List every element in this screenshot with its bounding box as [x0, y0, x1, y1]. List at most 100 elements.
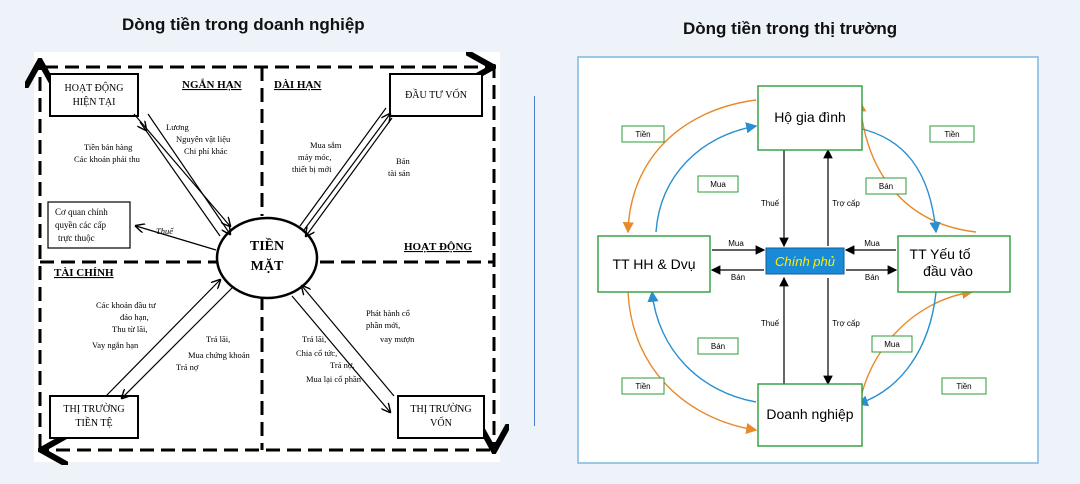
node-enterprise-label: Doanh nghiệp: [766, 406, 853, 422]
ann-purchase-2: máy móc,: [298, 152, 332, 162]
tag-sell-bl-text: Bán: [711, 342, 725, 351]
box-capital-investment: [389, 73, 483, 117]
arc-buy-br: [856, 291, 937, 407]
ann-payout-3: Trả nợ,: [330, 360, 355, 370]
ann-sell-1: Bán: [396, 156, 410, 166]
ann-purchase-1: Mua sắm: [310, 140, 342, 150]
arrow-issue-in: [302, 286, 395, 397]
box-operations-line2: HIỆN TẠI: [73, 96, 116, 108]
box-capmkt-line2: VỐN: [430, 416, 452, 429]
panel-divider: [534, 96, 535, 426]
box-operations-current: [49, 73, 139, 117]
ann-issue-3: vay mượn: [380, 334, 415, 344]
label-subsidy-bottom: Trợ cấp: [832, 319, 860, 328]
ann-costs-3: Chi phí khác: [184, 146, 228, 156]
node-government-label: Chính phủ: [775, 254, 835, 269]
label-sell-left: Bán: [731, 273, 745, 282]
ann-invest-4: Vay ngắn hạn: [92, 340, 139, 350]
box-gov-line3: trực thuộc: [58, 233, 95, 243]
tag-sell-tr-text: Bán: [879, 182, 893, 191]
ann-interest-2: Mua chứng khoán: [188, 350, 250, 360]
box-gov-line2: quyền các cấp: [55, 220, 106, 230]
label-tax-top: Thuế: [761, 199, 780, 208]
tag-money-tl-text: Tiền: [635, 130, 650, 139]
tag-buy-tl: [697, 175, 739, 193]
tag-money-tl: [621, 125, 665, 143]
box-capmkt-line1: THỊ TRƯỜNG: [410, 403, 471, 415]
label-finance: TÀI CHÍNH: [54, 267, 114, 279]
box-money-line2: TIỀN TỆ: [75, 416, 112, 429]
ann-sales-1: Tiền bán hàng: [84, 142, 133, 152]
box-operations-line1: HOẠT ĐỘNG: [65, 82, 124, 94]
label-operations: HOẠT ĐỘNG: [404, 240, 472, 253]
arrow-invest-in: [105, 280, 220, 397]
arrow-tax: [136, 226, 217, 251]
box-money-market: [49, 395, 139, 439]
tag-sell-bl: [697, 337, 739, 355]
cash-label-2: MẶT: [251, 257, 284, 274]
box-government: [47, 201, 131, 249]
label-subsidy-top: Trợ cấp: [832, 199, 860, 208]
arrow-sell-assets-in: [306, 117, 393, 236]
ann-payout-2: Chia cổ tức,: [296, 348, 337, 358]
node-goods-label: TT HH & Dvụ: [613, 256, 696, 272]
arrow-costs-out-line: [139, 121, 221, 237]
box-capital-line1: ĐẦU TƯ VỐN: [405, 88, 467, 101]
box-money-line1: THỊ TRƯỜNG: [63, 403, 124, 415]
node-household: [757, 85, 863, 151]
arrow-payout: [291, 295, 390, 412]
node-household-label: Hộ gia đình: [774, 109, 846, 125]
cash-ellipse: [215, 216, 319, 300]
ann-invest-3: Thu từ lãi,: [112, 324, 148, 334]
tag-money-br-text: Tiền: [956, 382, 971, 391]
label-short-term: NGẮN HẠN: [182, 78, 242, 91]
market-cashflow-diagram: Hộ gia đình TT HH & Dvụ Chính phủ TT Yếu…: [577, 56, 1039, 464]
label-tax-bottom: Thuế: [761, 319, 780, 328]
ann-tax: Thuế: [156, 226, 174, 236]
right-diagram-title: Dòng tiền trong thị trường: [683, 19, 898, 38]
label-buy-left: Mua: [728, 239, 744, 248]
tag-money-br: [941, 377, 987, 395]
ann-costs-2: Nguyên vật liệu: [176, 134, 231, 144]
node-goods-market: [597, 235, 711, 293]
ann-sales-2: Các khoản phải thu: [74, 154, 141, 164]
tag-money-tr-text: Tiền: [944, 130, 959, 139]
arrow-sales-in: [133, 113, 230, 226]
tag-money-bl-text: Tiền: [635, 382, 650, 391]
cash-label-1: TIỀN: [250, 237, 284, 254]
label-sell-right: Bán: [865, 273, 879, 282]
arrow-interest-out: [122, 287, 233, 398]
tag-buy-br: [871, 335, 913, 353]
ann-purchase-3: thiết bị mới: [292, 164, 332, 174]
node-factor-market: [897, 235, 1011, 293]
business-cashflow-diagram: TIỀN MẶT NGẮN HẠN DÀI HẠN HOẠT ĐỘNG TÀI …: [0, 52, 540, 484]
arc-sell-tr: [857, 127, 941, 234]
left-diagram-title: Dòng tiền trong doanh nghiệp: [122, 15, 365, 34]
ann-payout-1: Trả lãi,: [302, 334, 326, 344]
node-factor-line1: TT Yếu tố: [910, 246, 971, 262]
arc-money-tl: [622, 99, 757, 234]
arrow-costs-out: [147, 113, 230, 234]
ann-sell-2: tài sản: [388, 168, 411, 178]
ann-costs-1: Lương: [166, 122, 190, 132]
ann-issue-1: Phát hành cổ: [366, 308, 410, 318]
ann-interest-3: Trả nợ: [176, 362, 199, 372]
ann-invest-1: Các khoản đầu tư: [96, 300, 156, 310]
label-long-term: DÀI HẠN: [274, 79, 321, 91]
label-buy-right: Mua: [864, 239, 880, 248]
tag-buy-tl-text: Mua: [710, 180, 726, 189]
node-government: [765, 247, 845, 275]
node-factor-line2: đầu vào: [923, 263, 973, 279]
arc-money-bl: [627, 291, 758, 435]
tag-money-bl: [621, 377, 665, 395]
ann-invest-2: đáo hạn,: [120, 312, 149, 322]
ann-interest-1: Trả lãi,: [206, 334, 230, 344]
ann-payout-4: Mua lại cổ phần: [306, 374, 362, 384]
ann-issue-2: phần mới,: [366, 320, 400, 330]
tag-money-tr: [929, 125, 975, 143]
tag-sell-tr: [865, 177, 907, 195]
arc-sell-bl: [647, 290, 757, 403]
arrow-purchase-line: [299, 107, 387, 227]
arrow-purchase-out: [303, 114, 390, 231]
node-enterprise: [757, 383, 863, 447]
